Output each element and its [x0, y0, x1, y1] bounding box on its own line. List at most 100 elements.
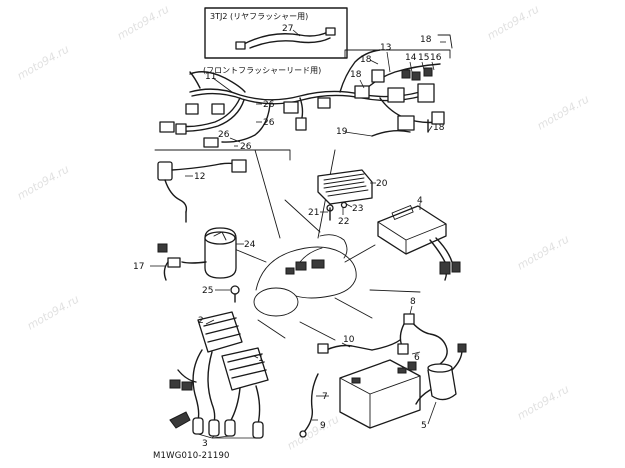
watermark: moto94.ru: [535, 93, 591, 133]
harness-connector: [159, 121, 175, 133]
coil-lead: [177, 369, 197, 383]
switch-clip: [157, 243, 168, 253]
wheel-outline: [253, 287, 299, 317]
diagram-code: M1WG010-21190: [153, 451, 230, 461]
battery-lead: [371, 339, 401, 351]
part-number-6: 6: [414, 353, 420, 363]
inset-label-front-flasher: (フロントフラッシャーリード用): [203, 66, 321, 75]
lead-connector: [231, 159, 247, 173]
watermark: moto94.ru: [15, 43, 71, 83]
harness-connector: [185, 103, 199, 115]
relay-terminal: [457, 343, 467, 353]
harness-connector: [397, 115, 415, 131]
battery-lead: [325, 344, 373, 351]
lead-wire: [171, 162, 241, 171]
relay-lead: [399, 323, 405, 347]
cdi-unit-4: 4: [377, 196, 461, 281]
plug-cap: [224, 419, 236, 437]
ht-lead: [207, 351, 216, 423]
harness-branch: [181, 99, 245, 132]
part-number-15: 15: [418, 53, 429, 63]
relay-lead: [415, 389, 431, 405]
part-number-1: 1: [258, 354, 264, 364]
watermark: moto94.ru: [15, 163, 71, 203]
switch-lead: [163, 261, 169, 281]
cdi-label-plate: [391, 205, 414, 220]
cdi-connector: [439, 261, 451, 275]
cdi-lead: [435, 237, 453, 263]
watermark: moto94.ru: [485, 3, 541, 43]
harness-branch: [179, 97, 241, 128]
part-number-23: 23: [352, 204, 363, 214]
battery-terminal: [397, 367, 407, 374]
cdi-connector: [451, 261, 461, 273]
part-number-26: 26: [263, 118, 275, 128]
battery-body: [339, 359, 421, 429]
part-number-3: 3: [202, 439, 208, 449]
plug-cap: [192, 417, 204, 435]
body-connector: [311, 259, 325, 269]
lead-terminal: [299, 430, 307, 438]
harness-clip: [401, 69, 411, 79]
lead-plug: [157, 161, 173, 181]
battery-lead: [303, 373, 319, 433]
lead-connector: [235, 41, 246, 50]
part-number-13: 13: [380, 43, 391, 53]
harness-trunk: [191, 92, 423, 105]
harness-branch: [339, 49, 381, 93]
sensor-lead-12: 12: [157, 159, 247, 223]
watermark: moto94.ru: [285, 413, 341, 453]
part-number-9: 9: [320, 421, 326, 431]
part-number-19: 19: [336, 127, 348, 137]
part-number-12: 12: [194, 172, 205, 182]
ht-lead: [192, 349, 203, 421]
harness-connector: [431, 111, 445, 125]
harness-connector: [175, 123, 187, 135]
relay-clip: [407, 361, 417, 371]
watermark: moto94.ru: [115, 3, 171, 43]
harness-connector: [371, 69, 385, 83]
part-number-26: 26: [218, 130, 230, 140]
plug-cap: [252, 421, 264, 439]
harness-clip: [411, 71, 421, 81]
part-number-18: 18: [420, 35, 432, 45]
part-number-2: 2: [198, 316, 204, 326]
watermark: moto94.ru: [515, 383, 571, 423]
bracket-line: [437, 34, 453, 49]
bracket-line: [344, 49, 451, 59]
battery-terminal: [351, 377, 361, 384]
relay-connector: [403, 313, 415, 325]
relay-connector: [397, 343, 409, 355]
harness-connector: [317, 97, 331, 109]
part-number-21: 21: [308, 208, 319, 218]
harness-lead: [371, 129, 411, 137]
cap-clip: [169, 411, 191, 429]
part-number-18: 18: [360, 55, 372, 65]
relay-lead: [451, 349, 463, 371]
switch-top: [204, 231, 236, 245]
flasher-lead-wire: [249, 37, 331, 49]
harness-branch: [221, 103, 271, 143]
part-number-5: 5: [421, 421, 427, 431]
part-number-22: 22: [338, 217, 349, 227]
part-number-24: 24: [244, 240, 256, 250]
front-flasher-lead: [189, 71, 246, 93]
flasher-lead-wire: [241, 31, 329, 46]
part-number-17: 17: [133, 262, 144, 272]
part-number-14: 14: [405, 53, 417, 63]
switch-bolt: [230, 285, 240, 295]
relay-lead: [409, 319, 448, 365]
ht-lead: [229, 387, 241, 423]
relay-top: [427, 363, 453, 373]
coil-lower: [221, 347, 269, 391]
plug-cap: [208, 419, 220, 437]
regulator-rectifier: 20 21 22 23: [308, 169, 388, 227]
harness-clip: [423, 67, 433, 77]
part-number-10: 10: [343, 335, 355, 345]
harness-branch: [189, 71, 201, 89]
harness-connector: [387, 87, 405, 103]
cdi-body: [377, 205, 447, 255]
switch-connector: [167, 257, 181, 268]
lead-connector: [325, 27, 336, 36]
